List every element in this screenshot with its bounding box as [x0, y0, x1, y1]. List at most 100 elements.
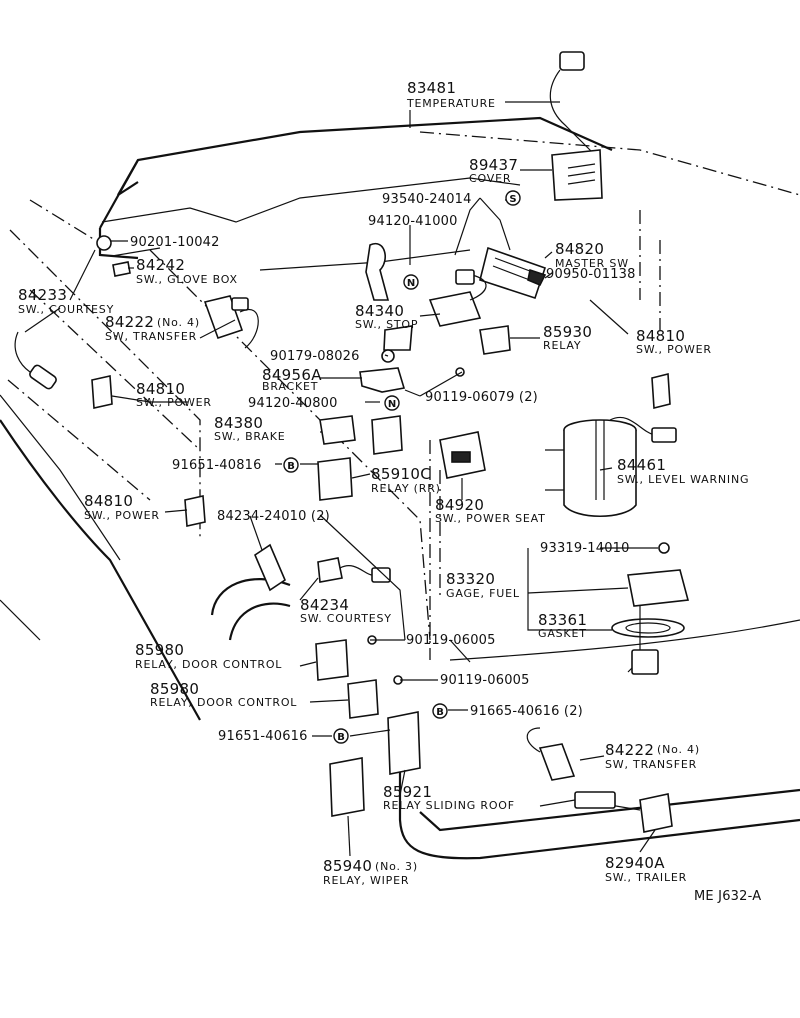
svg-text:SW., BRAKE: SW., BRAKE — [214, 430, 286, 443]
svg-text:94120-41000: 94120-41000 — [368, 214, 458, 229]
part-label-85910C[interactable]: 85910C RELAY (RR) — [371, 465, 441, 495]
part-label-91651-40616[interactable]: 91651-40616 — [218, 729, 308, 744]
svg-text:SW., COURTESY: SW., COURTESY — [18, 303, 114, 316]
svg-text:COVER: COVER — [469, 172, 511, 185]
svg-text:84340: 84340 — [355, 302, 404, 320]
svg-text:85940: 85940 — [323, 857, 372, 875]
diagram-code: ME J632-A — [694, 889, 761, 904]
svg-text:MASTER SW: MASTER SW — [555, 257, 629, 270]
part-label-84810-left-upper[interactable]: 84810 SW., POWER — [136, 380, 212, 409]
part-label-85980-upper[interactable]: 85980 RELAY, DOOR CONTROL — [135, 641, 282, 671]
part-label-90201-10042[interactable]: 90201-10042 — [130, 235, 220, 250]
svg-text:RELAY SLIDING ROOF: RELAY SLIDING ROOF — [383, 799, 515, 812]
part-label-84956A[interactable]: 84956A BRACKET — [262, 366, 322, 393]
svg-text:94120-40800: 94120-40800 — [248, 396, 338, 411]
svg-text:85921: 85921 — [383, 783, 432, 801]
svg-text:84380: 84380 — [214, 414, 263, 432]
part-label-83320[interactable]: 83320 GAGE, FUEL — [446, 570, 520, 600]
svg-text:84461: 84461 — [617, 456, 666, 474]
svg-text:TEMPERATURE: TEMPERATURE — [406, 97, 496, 110]
svg-text:B: B — [337, 732, 345, 743]
part-label-84222-upper[interactable]: 84222 (No. 4) SW, TRANSFER — [105, 313, 200, 343]
svg-text:S: S — [509, 194, 516, 205]
part-label-90119-06005-upper[interactable]: 90119-06005 — [406, 633, 496, 648]
svg-text:84222: 84222 — [105, 313, 154, 331]
svg-text:83320: 83320 — [446, 570, 495, 588]
svg-text:SW, TRANSFER: SW, TRANSFER — [105, 330, 197, 343]
svg-text:91651-40616: 91651-40616 — [218, 729, 308, 744]
badge-b-2: B — [432, 703, 448, 719]
part-label-90119-06005-lower[interactable]: 90119-06005 — [440, 673, 530, 688]
svg-text:SW, TRANSFER: SW, TRANSFER — [605, 758, 697, 771]
svg-text:GASKET: GASKET — [538, 627, 587, 640]
part-label-85921[interactable]: 85921 RELAY SLIDING ROOF — [383, 783, 515, 812]
part-label-90179-08026[interactable]: 90179-08026 — [270, 349, 360, 364]
svg-text:90119-06079 (2): 90119-06079 (2) — [425, 390, 538, 405]
svg-text:83361: 83361 — [538, 611, 587, 629]
svg-text:RELAY, DOOR CONTROL: RELAY, DOOR CONTROL — [150, 696, 297, 709]
svg-text:SW., POWER: SW., POWER — [636, 343, 712, 356]
svg-text:83481: 83481 — [407, 79, 456, 97]
part-label-90119-06079[interactable]: 90119-06079 (2) — [425, 390, 538, 405]
badge-n-lower: N — [384, 395, 400, 411]
part-label-84234[interactable]: 84234 SW. COURTESY — [300, 596, 392, 625]
part-label-84233[interactable]: 84233 SW., COURTESY — [18, 286, 114, 316]
svg-text:90119-06005: 90119-06005 — [440, 673, 530, 688]
svg-text:SW., STOP: SW., STOP — [355, 318, 418, 331]
svg-text:85910C: 85910C — [371, 465, 431, 483]
svg-text:SW., TRAILER: SW., TRAILER — [605, 871, 687, 884]
part-label-91665-40616[interactable]: 91665-40616 (2) — [470, 704, 583, 719]
part-label-89437[interactable]: 89437 COVER — [469, 156, 518, 185]
svg-text:89437: 89437 — [469, 156, 518, 174]
part-label-90950-01138[interactable]: 90950-01138 — [546, 267, 636, 282]
parts-graphics — [14, 51, 690, 833]
part-label-84810-right[interactable]: 84810 SW., POWER — [636, 327, 712, 356]
part-label-85930[interactable]: 85930 RELAY — [543, 323, 592, 352]
svg-text:B: B — [287, 461, 295, 472]
part-label-84340[interactable]: 84340 SW., STOP — [355, 302, 418, 331]
svg-text:90950-01138: 90950-01138 — [546, 267, 636, 282]
part-label-94120-40800[interactable]: 94120-40800 — [248, 396, 338, 411]
part-label-84920[interactable]: 84920 SW., POWER SEAT — [435, 496, 546, 525]
part-label-84222-lower[interactable]: 84222 (No. 4) SW, TRANSFER — [605, 741, 700, 771]
part-label-91651-40816[interactable]: 91651-40816 — [172, 458, 262, 473]
svg-text:SW. COURTESY: SW. COURTESY — [300, 612, 392, 625]
svg-text:91651-40816: 91651-40816 — [172, 458, 262, 473]
svg-text:(No. 3): (No. 3) — [375, 860, 418, 873]
svg-text:RELAY: RELAY — [543, 339, 581, 352]
part-label-83361[interactable]: 83361 GASKET — [538, 611, 587, 640]
svg-text:85980: 85980 — [135, 641, 184, 659]
svg-text:84234-24010 (2): 84234-24010 (2) — [217, 509, 330, 524]
part-label-85940[interactable]: 85940 (No. 3) RELAY, WIPER — [323, 857, 418, 887]
svg-text:91665-40616 (2): 91665-40616 (2) — [470, 704, 583, 719]
svg-text:93540-24014: 93540-24014 — [382, 192, 472, 207]
svg-text:BRACKET: BRACKET — [262, 380, 318, 393]
svg-text:N: N — [388, 399, 396, 410]
part-label-84242[interactable]: 84242 SW., GLOVE BOX — [136, 256, 238, 286]
svg-text:SW., POWER: SW., POWER — [84, 509, 160, 522]
part-label-85980-lower[interactable]: 85980 RELAY, DOOR CONTROL — [150, 680, 297, 709]
part-label-83481[interactable]: 83481 TEMPERATURE — [406, 79, 496, 110]
svg-text:RELAY, WIPER: RELAY, WIPER — [323, 874, 409, 887]
part-label-93540-24014[interactable]: 93540-24014 — [382, 192, 472, 207]
part-label-84234-24010[interactable]: 84234-24010 (2) — [217, 509, 330, 524]
part-label-84380[interactable]: 84380 SW., BRAKE — [214, 414, 286, 443]
svg-text:82940A: 82940A — [605, 854, 665, 872]
part-label-94120-41000[interactable]: 94120-41000 — [368, 214, 458, 229]
svg-text:85980: 85980 — [150, 680, 199, 698]
svg-text:93319-14010: 93319-14010 — [540, 541, 630, 556]
part-label-84461[interactable]: 84461 SW., LEVEL WARNING — [617, 456, 749, 486]
leader-lines — [24, 101, 658, 857]
part-label-93319-14010[interactable]: 93319-14010 — [540, 541, 630, 556]
svg-text:84233: 84233 — [18, 286, 67, 304]
badges: S N N B B B — [283, 190, 521, 744]
svg-text:84810: 84810 — [136, 380, 185, 398]
svg-text:84820: 84820 — [555, 240, 604, 258]
svg-text:B: B — [436, 707, 444, 718]
part-label-82940A[interactable]: 82940A SW., TRAILER — [605, 854, 687, 884]
part-label-84810-left-lower[interactable]: 84810 SW., POWER — [84, 492, 160, 522]
svg-text:84242: 84242 — [136, 256, 185, 274]
svg-text:SW., POWER: SW., POWER — [136, 396, 212, 409]
part-label-84820[interactable]: 84820 MASTER SW — [555, 240, 629, 270]
